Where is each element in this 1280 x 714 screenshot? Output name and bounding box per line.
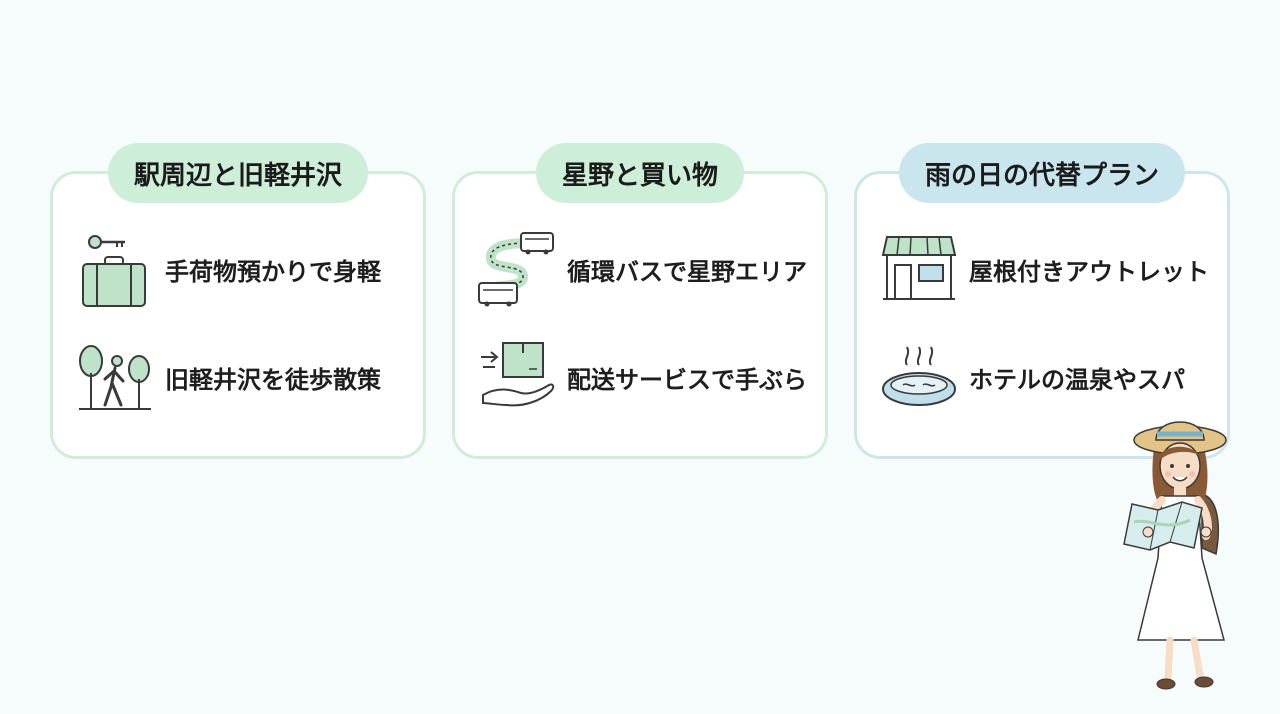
list-item-label: 手荷物預かりで身軽: [165, 257, 381, 286]
list-item-label: 旧軽井沢を徒歩散策: [165, 365, 381, 394]
list-item: 手荷物預かりで身軽: [75, 226, 381, 312]
card-title: 雨の日の代替プラン: [898, 143, 1186, 203]
card-title: 星野と買い物: [535, 143, 745, 203]
delivery-box-hand-icon: [477, 337, 557, 417]
luggage-key-icon: [75, 229, 155, 309]
loop-bus-icon: [477, 229, 557, 309]
card-hoshino-shopping: 星野と買い物 循環バスで星野エリア: [452, 143, 828, 459]
traveler-girl-illustration: [1110, 408, 1250, 708]
card-station-area: 駅周辺と旧軽井沢 手荷物預かりで身軽: [50, 143, 426, 459]
covered-shop-icon: [879, 229, 959, 309]
list-item-label: 屋根付きアウトレット: [969, 257, 1209, 286]
hot-spring-icon: [879, 337, 959, 417]
list-item: ホテルの温泉やスパ: [879, 334, 1185, 420]
list-item: 旧軽井沢を徒歩散策: [75, 334, 381, 420]
list-item-label: 配送サービスで手ぶら: [567, 365, 807, 394]
list-item: 配送サービスで手ぶら: [477, 334, 807, 420]
list-item: 循環バスで星野エリア: [477, 226, 807, 312]
list-item-label: 循環バスで星野エリア: [567, 257, 807, 286]
list-item-label: ホテルの温泉やスパ: [969, 365, 1185, 394]
walking-trees-icon: [75, 337, 155, 417]
card-title: 駅周辺と旧軽井沢: [107, 143, 369, 203]
card-rainy-day: 雨の日の代替プラン 屋根付きアウトレット: [854, 143, 1230, 459]
list-item: 屋根付きアウトレット: [879, 226, 1209, 312]
